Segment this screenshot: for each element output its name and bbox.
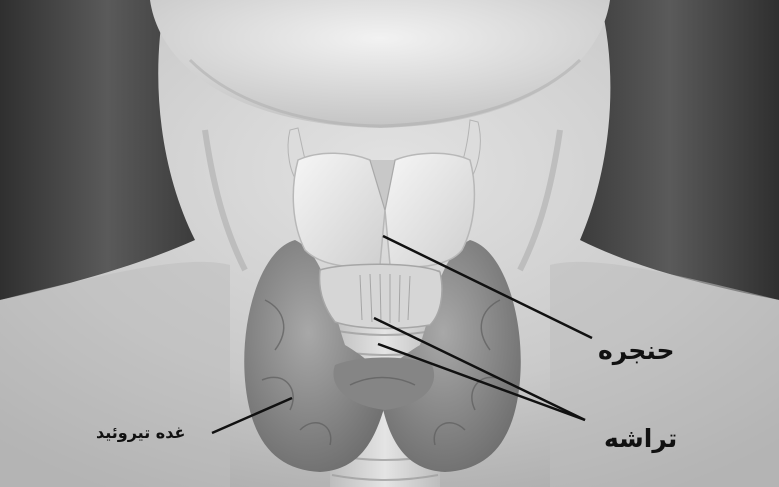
larynx-right-plate — [385, 153, 474, 267]
label-larynx: حنجره — [598, 336, 675, 365]
larynx-left-plate — [293, 153, 385, 267]
label-trachea: تراشه — [604, 424, 677, 453]
label-thyroid-gland: غده تیروئید — [96, 423, 185, 442]
chest-shade — [0, 262, 230, 487]
chest-shade-right — [550, 262, 779, 487]
